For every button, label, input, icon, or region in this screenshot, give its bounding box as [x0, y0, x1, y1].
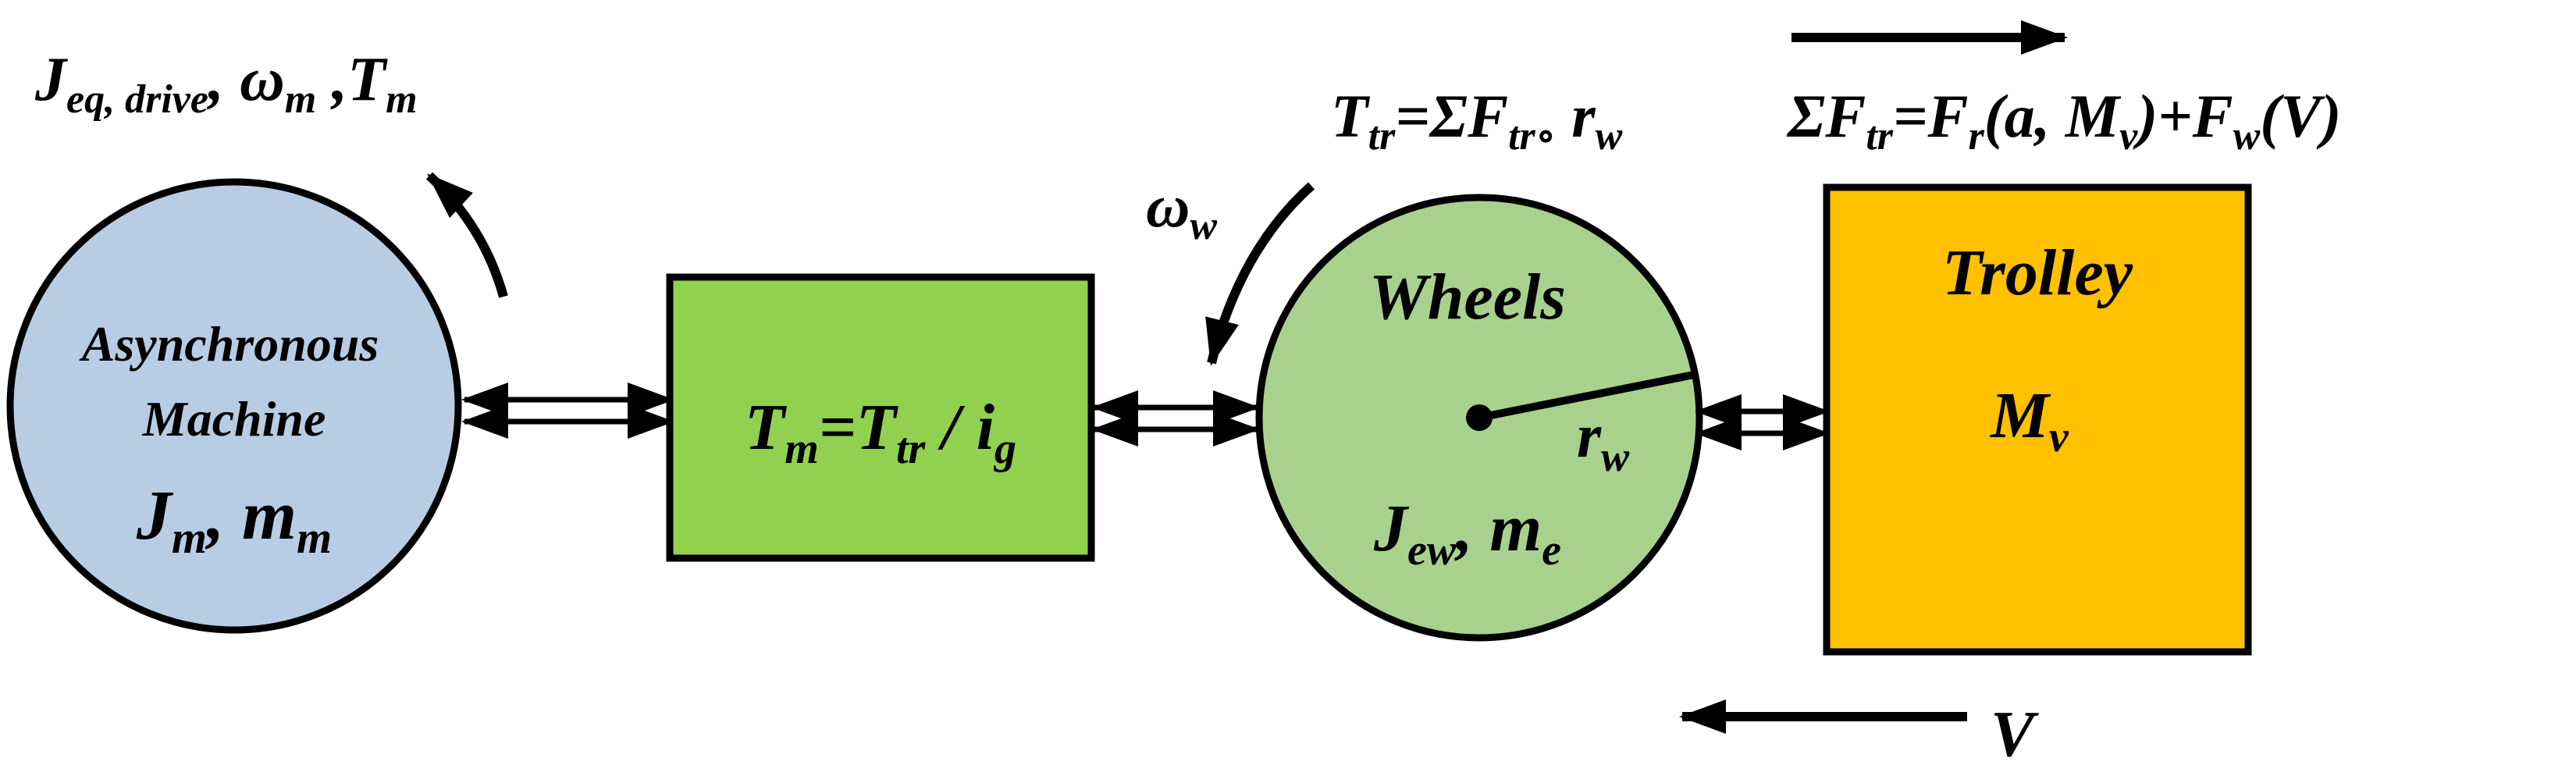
wheel-center-dot	[1466, 404, 1493, 431]
machine-inertia-mass: Jm, mm	[136, 477, 332, 563]
wheels-trolley-link	[1695, 394, 1830, 450]
machine-rotation-arrow	[425, 172, 508, 298]
velocity-label: V	[1991, 698, 2039, 771]
machine-circle	[6, 178, 462, 634]
traction-torque-equation: Ttr=ΣFtr∘ rw	[1331, 82, 1623, 158]
wheels-title: Wheels	[1369, 261, 1566, 333]
traction-force-equation: ΣFtr=Fr(a, Mv)+Fw(V)	[1786, 82, 2341, 158]
wheel-radius-line	[1478, 371, 1695, 422]
gearbox-box	[666, 273, 1095, 562]
machine-label-line2: Machine	[142, 391, 326, 447]
machine-label-line1: Asynchronous	[79, 316, 379, 372]
wheel-radius-label: rw	[1577, 402, 1630, 480]
trolley-box	[1823, 183, 2252, 656]
gearbox-wheels-link	[1091, 390, 1260, 447]
wheel-rotation-arrow	[1205, 182, 1315, 366]
gearbox-torque-equation: Tm=Ttr / ig	[745, 391, 1016, 473]
drive-inertia-speed-torque-label: Jeq, drive, ωm ,Tm	[34, 45, 418, 122]
machine-gearbox-link	[461, 383, 674, 439]
trolley-mass-label: Mv	[1989, 379, 2069, 461]
trolley-title: Trolley	[1942, 237, 2133, 309]
wheels-inertia-mass: Jew, me	[1373, 490, 1561, 575]
wheel-speed-label: ωw	[1146, 172, 1217, 248]
